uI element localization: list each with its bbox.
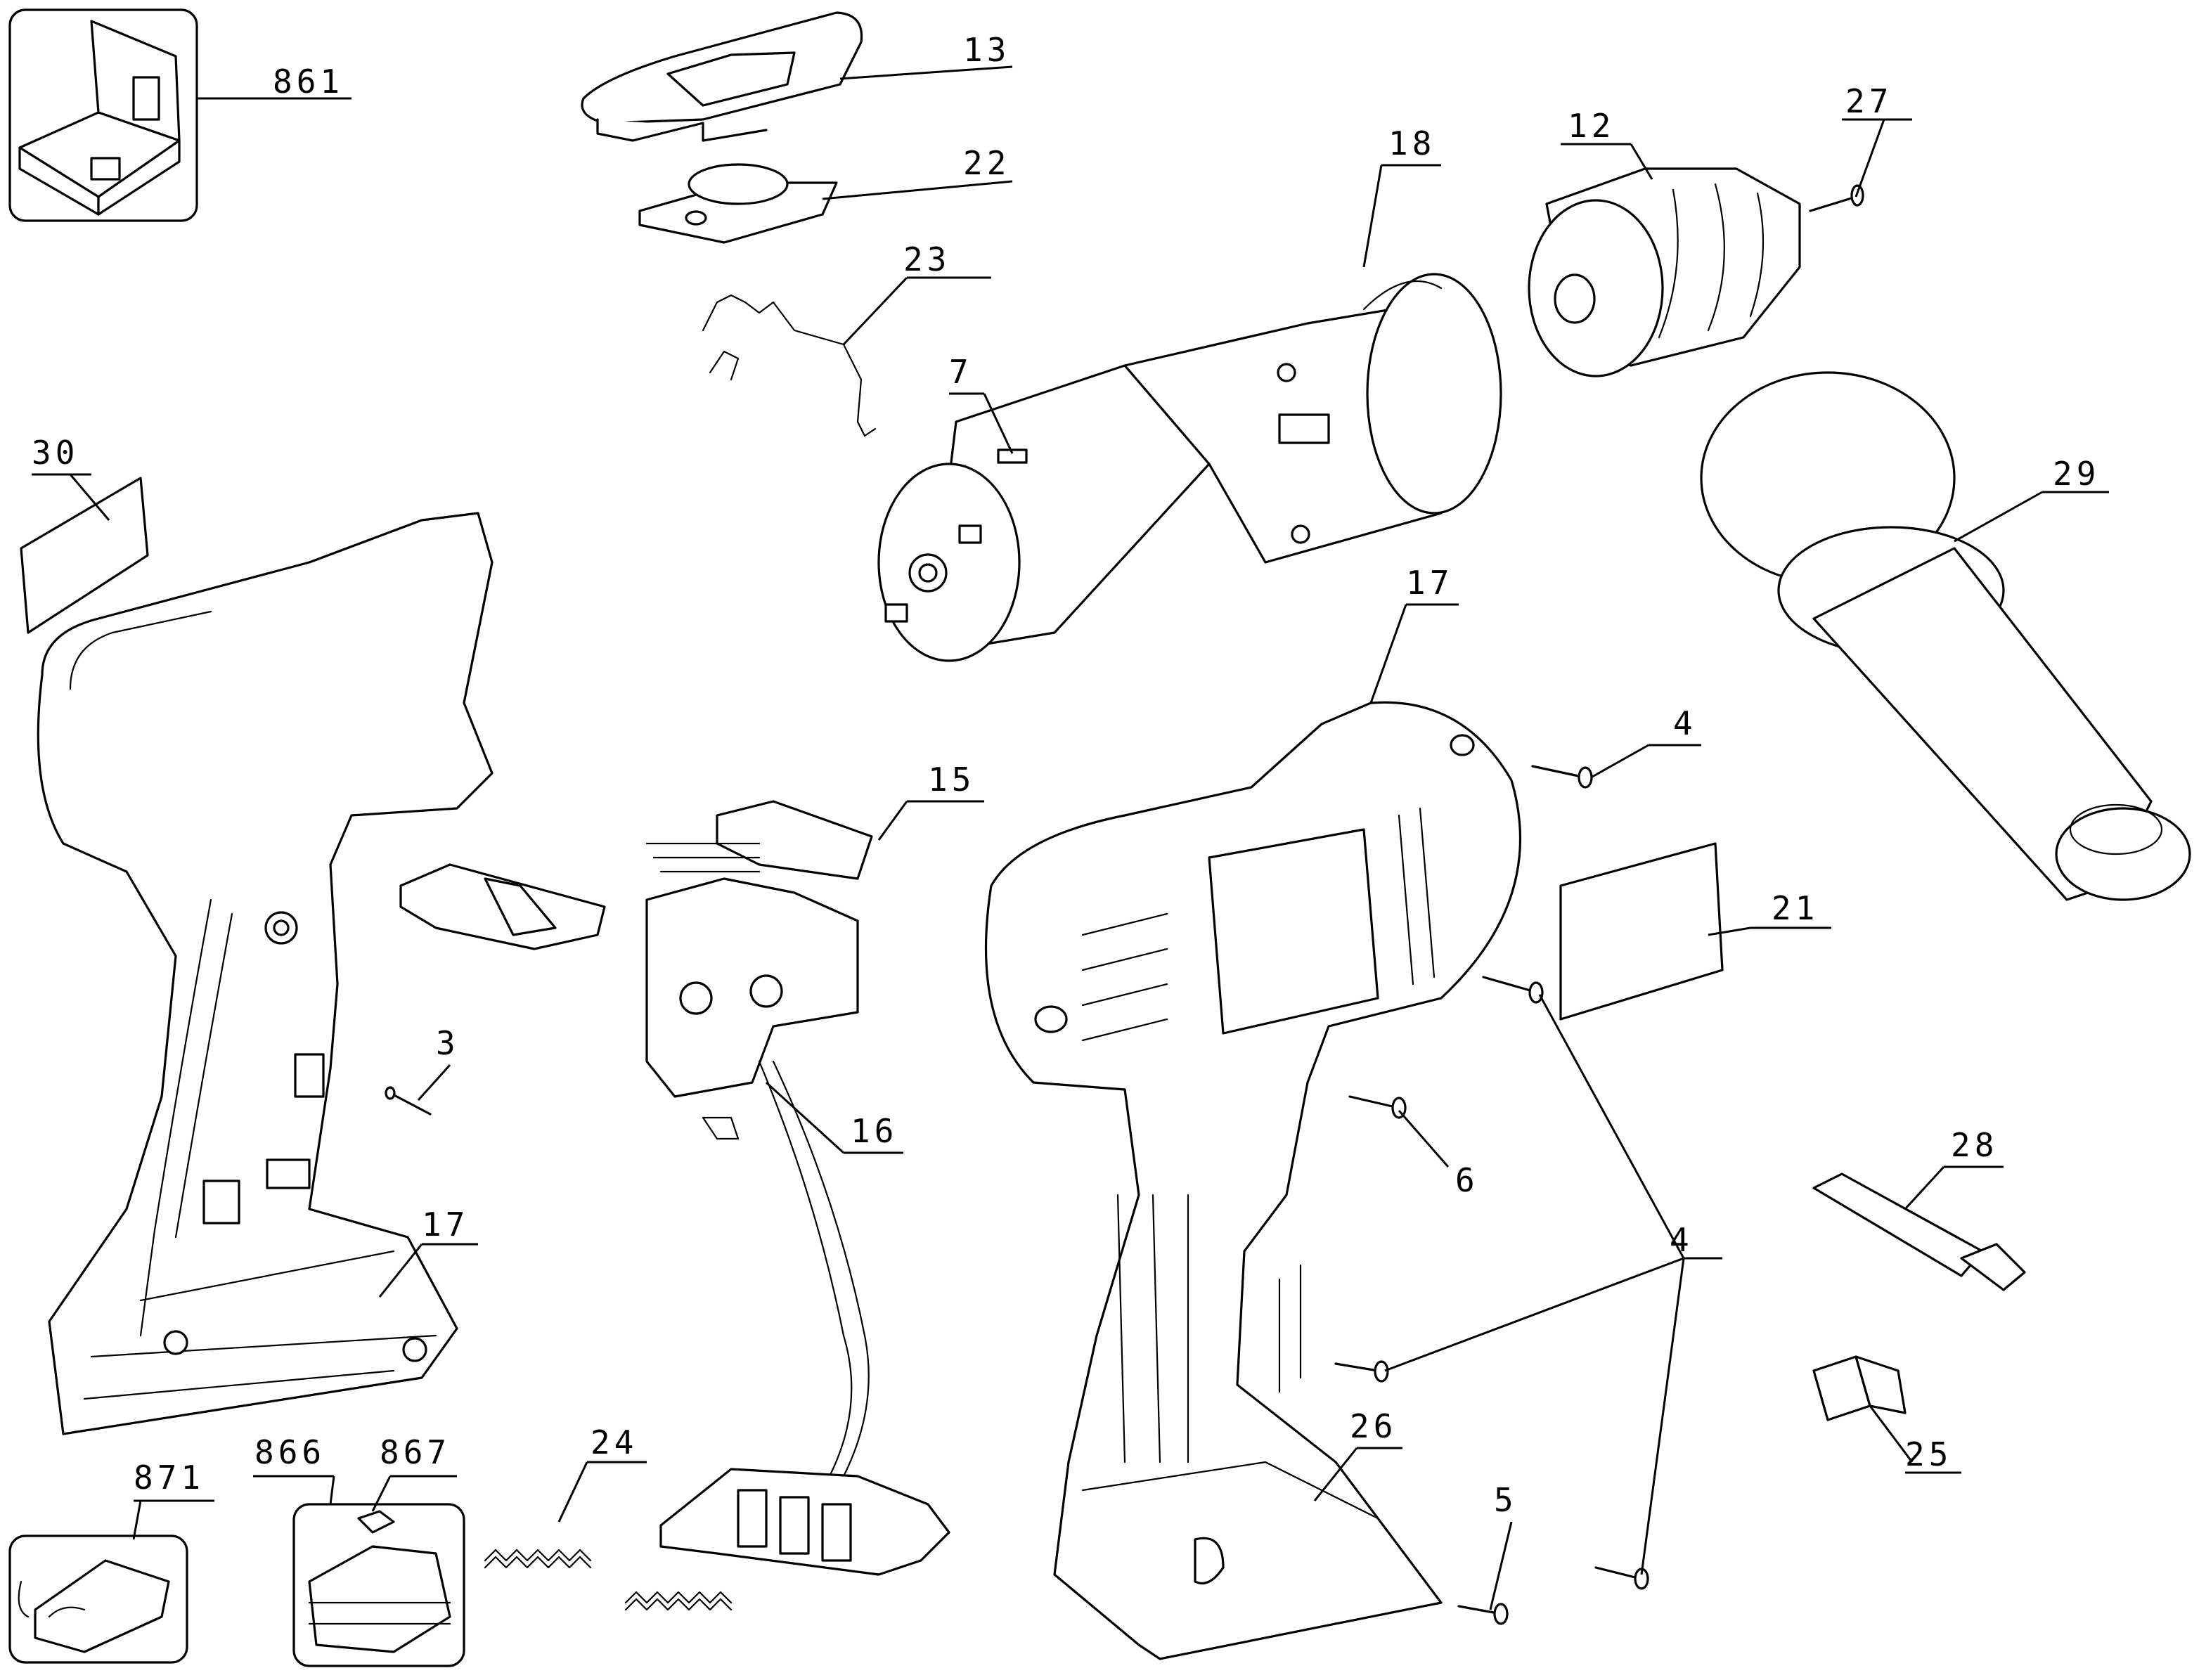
leader-6 bbox=[1398, 1110, 1450, 1168]
label-28: 28 bbox=[1951, 1126, 1998, 1164]
part-23-wire-spring bbox=[702, 294, 877, 437]
label-15: 15 bbox=[928, 761, 975, 799]
label-22: 22 bbox=[963, 144, 1010, 182]
leader-22 bbox=[822, 180, 1013, 200]
leader-5 bbox=[1489, 1521, 1513, 1610]
leader-27 bbox=[1855, 119, 1885, 198]
leader-867 bbox=[371, 1475, 392, 1512]
part-13-top-cover bbox=[581, 11, 863, 142]
part-4-screw-bottom bbox=[1594, 1566, 1649, 1590]
leader-866 bbox=[329, 1475, 335, 1505]
part-7-motor bbox=[877, 364, 1211, 662]
leader-3 bbox=[417, 1064, 451, 1101]
part-861-carry-case bbox=[8, 8, 198, 222]
label-867: 867 bbox=[380, 1433, 451, 1471]
label-4-mid: 4 bbox=[1670, 1221, 1694, 1259]
label-4-top: 4 bbox=[1673, 704, 1697, 742]
part-4-screw-top bbox=[1531, 765, 1593, 789]
leader-23 bbox=[842, 276, 908, 346]
leader-25 bbox=[1869, 1405, 1914, 1463]
leader-24 bbox=[557, 1461, 588, 1523]
label-7: 7 bbox=[949, 353, 973, 391]
part-16-switch bbox=[645, 842, 870, 1478]
label-24: 24 bbox=[591, 1423, 638, 1461]
part-28-bit bbox=[1812, 1172, 2026, 1291]
part-27-screw bbox=[1809, 184, 1864, 212]
part-871-charger bbox=[8, 1534, 188, 1664]
part-17-housing-right bbox=[984, 701, 1522, 1660]
leader-17-left bbox=[378, 1243, 423, 1298]
part-866-battery bbox=[292, 1503, 465, 1667]
part-12-chuck bbox=[1528, 167, 1801, 377]
part-17-housing-left bbox=[37, 512, 494, 1435]
label-25: 25 bbox=[1905, 1435, 1952, 1473]
leader-18 bbox=[1362, 164, 1383, 268]
leader-871 bbox=[132, 1500, 142, 1540]
label-23: 23 bbox=[903, 240, 950, 278]
label-17-left: 17 bbox=[422, 1206, 469, 1243]
label-29: 29 bbox=[2053, 455, 2100, 493]
part-21-label bbox=[1559, 842, 1724, 1021]
part-25-clip bbox=[1812, 1355, 1907, 1421]
leader-4-c bbox=[1640, 1258, 1685, 1575]
leader-29 bbox=[1954, 491, 2043, 543]
leader-30 bbox=[69, 474, 110, 521]
label-871: 871 bbox=[134, 1459, 205, 1497]
leader-4-b bbox=[1384, 1257, 1684, 1372]
part-terminal-block bbox=[659, 1468, 950, 1576]
label-861: 861 bbox=[273, 63, 344, 101]
label-21: 21 bbox=[1772, 889, 1819, 927]
leader-21 bbox=[1708, 926, 1751, 936]
label-17-right: 17 bbox=[1406, 564, 1453, 602]
leader-12 bbox=[1630, 143, 1653, 180]
leader-4-top bbox=[1592, 744, 1649, 778]
label-5: 5 bbox=[1494, 1481, 1518, 1519]
label-16: 16 bbox=[851, 1112, 898, 1150]
leader-26 bbox=[1313, 1447, 1358, 1501]
label-18: 18 bbox=[1388, 124, 1436, 162]
part-22-plate bbox=[638, 163, 838, 244]
label-6: 6 bbox=[1455, 1161, 1479, 1199]
leader-4-a bbox=[1538, 994, 1685, 1259]
label-12: 12 bbox=[1568, 107, 1615, 145]
part-6-screw bbox=[1348, 1095, 1407, 1119]
leader-13 bbox=[839, 65, 1013, 80]
leader-7 bbox=[983, 393, 1014, 454]
label-30: 30 bbox=[32, 434, 79, 472]
label-27: 27 bbox=[1845, 82, 1892, 120]
label-3: 3 bbox=[436, 1024, 460, 1062]
part-4-screw-low bbox=[1334, 1360, 1389, 1383]
part-4-screw-mid bbox=[1482, 976, 1544, 1004]
part-867-cap bbox=[357, 1510, 395, 1534]
label-26: 26 bbox=[1350, 1407, 1397, 1445]
leader-28 bbox=[1904, 1165, 1945, 1210]
leader-16 bbox=[765, 1081, 845, 1154]
part-3-pin bbox=[385, 1086, 432, 1116]
leader-15 bbox=[877, 801, 908, 841]
part-24-springs bbox=[484, 1549, 733, 1611]
part-29-side-handle bbox=[1700, 371, 2191, 901]
part-18-gearbox bbox=[1123, 273, 1502, 564]
part-5-screw bbox=[1457, 1603, 1509, 1625]
leader-17-right bbox=[1369, 604, 1407, 704]
label-13: 13 bbox=[963, 31, 1010, 69]
part-15-trigger bbox=[399, 800, 873, 950]
label-866: 866 bbox=[254, 1433, 325, 1471]
part-30-label bbox=[20, 477, 149, 634]
